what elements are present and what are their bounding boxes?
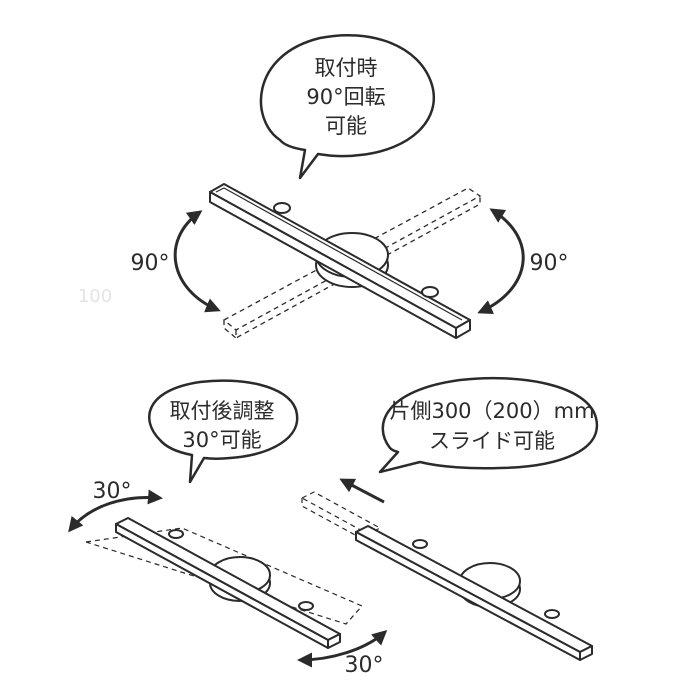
- faint-background-text: 100: [78, 286, 112, 307]
- top-left-angle-label: 90°: [131, 251, 170, 276]
- top-rail: [209, 183, 471, 339]
- bottom-left-speech-bubble: 取付後調整 30°可能: [148, 379, 299, 484]
- bottom-left-bottom-rotation-arrow: [297, 629, 388, 668]
- bottom-left-bubble-line-1: 取付後調整: [170, 399, 275, 423]
- top-right-angle-label: 90°: [530, 251, 569, 276]
- bottom-right-speech-bubble: 片側300（200）mm スライド可能: [378, 376, 599, 474]
- bottom-left-bubble-line-2: 30°可能: [182, 428, 261, 452]
- top-section: 取付時 90°回転 可能 90° 90° 100: [78, 34, 569, 340]
- top-speech-bubble: 取付時 90°回転 可能: [259, 34, 435, 180]
- bottom-left-top-rotation-arrow: [68, 489, 163, 533]
- bottom-right-rail: [355, 525, 593, 661]
- top-bubble-line-1: 取付時: [315, 56, 378, 80]
- bottom-left-bottom-angle-label: 30°: [345, 653, 384, 678]
- bottom-right-slide-arrow: [339, 478, 385, 504]
- top-right-rotation-arrow: [477, 208, 525, 315]
- bottom-right-bubble-line-1: 片側300（200）mm: [389, 399, 594, 423]
- bottom-right-bubble-line-2: スライド可能: [429, 429, 555, 453]
- bottom-left-rail: [115, 517, 341, 649]
- bottom-right-slid-rail-outline: [300, 491, 382, 544]
- top-left-rotation-arrow: [173, 210, 221, 313]
- bottom-left-top-angle-label: 30°: [93, 479, 132, 504]
- bottom-right-section: 片側300（200）mm スライド可能: [300, 376, 599, 661]
- top-bubble-line-2: 90°回転: [306, 85, 385, 109]
- top-bubble-line-3: 可能: [325, 114, 367, 138]
- bottom-left-section: 取付後調整 30°可能 30° 30°: [68, 379, 388, 678]
